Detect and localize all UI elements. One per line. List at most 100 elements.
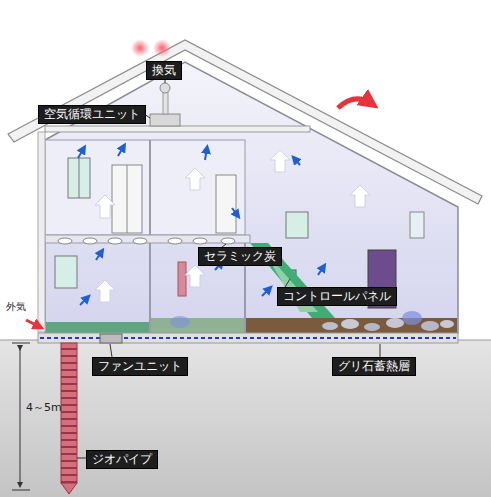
windows-doors-part xyxy=(112,165,142,233)
ventilation-fan-part xyxy=(153,39,171,57)
house-interior-part xyxy=(149,140,151,235)
roof xyxy=(8,40,482,204)
air-flow-arrows-part xyxy=(118,146,124,156)
outside-air-arrow-part xyxy=(26,320,40,327)
up-arrows-part xyxy=(95,195,115,218)
callout-box: ファンユニット xyxy=(92,357,188,376)
up-arrows-part xyxy=(350,185,370,207)
house-interior-part xyxy=(45,62,458,333)
underfloor-pipe-part xyxy=(100,334,122,343)
gravel-layer-part xyxy=(322,322,338,330)
callout-text: 換気 xyxy=(152,63,176,78)
gravel-layer xyxy=(170,311,454,331)
callout-box: ジオパイプ xyxy=(86,450,158,469)
gravel-layer-part xyxy=(386,318,404,328)
up-arrows-part xyxy=(95,280,115,302)
floors xyxy=(46,243,457,333)
leader-lines-part xyxy=(77,458,86,459)
callout-text: ファンユニット xyxy=(98,359,182,374)
air-flow-arrows xyxy=(78,146,324,305)
windows-doors-part xyxy=(127,165,128,233)
dimension-label: 4～5m xyxy=(26,400,62,415)
floors-part xyxy=(246,318,457,333)
air-flow-arrows-part xyxy=(294,158,300,165)
house-interior xyxy=(45,62,458,333)
gravel-layer-part xyxy=(440,320,454,328)
windows-doors-part xyxy=(55,256,77,288)
roof-part xyxy=(8,40,482,204)
air-flow-arrows-part xyxy=(262,288,270,296)
ceramic-charcoal-part xyxy=(193,238,207,244)
gravel-layer-part xyxy=(364,323,380,331)
up-arrows-part xyxy=(185,265,205,287)
geo-pipe-part xyxy=(61,483,77,494)
windows-doors-part xyxy=(216,175,236,233)
air-flow-arrows-part xyxy=(205,148,207,160)
ventilation-fan-part xyxy=(338,99,372,108)
callout-box: 空気循環ユニット xyxy=(38,105,146,124)
duct-part xyxy=(45,126,310,132)
ground-part xyxy=(0,340,491,497)
leader-lines xyxy=(77,77,380,458)
gravel-layer-part xyxy=(421,321,439,331)
ventilation-fan-part xyxy=(160,83,170,93)
ground xyxy=(0,340,491,497)
outside-air-arrow xyxy=(26,320,40,327)
duct xyxy=(38,92,310,332)
leader-lines-part xyxy=(285,279,290,287)
air-flow-arrows-part xyxy=(318,266,324,275)
ventilation-fan xyxy=(131,39,372,108)
callout-box: 換気 xyxy=(146,61,182,80)
air-flow-arrows-part xyxy=(80,297,88,305)
ceramic-charcoal-part xyxy=(168,238,182,244)
geo-pipe xyxy=(61,343,77,494)
ceramic-charcoal-part xyxy=(221,238,235,244)
duct-part xyxy=(163,92,168,114)
callout-text: 空気循環ユニット xyxy=(44,107,140,122)
dimension-line-part xyxy=(20,348,21,485)
up-arrows xyxy=(95,150,370,302)
floors-part xyxy=(46,322,149,333)
gravel-layer-part xyxy=(341,319,359,329)
outside-air-label: 外気 xyxy=(6,300,26,314)
callout-box: コントロールパネル xyxy=(277,287,397,306)
house-interior-part xyxy=(45,140,245,235)
gravel-layer-part xyxy=(170,316,190,328)
ceramic-charcoal-part xyxy=(83,238,97,244)
dimension-line-part xyxy=(12,343,30,344)
up-arrows-part xyxy=(270,150,290,172)
callout-text: グリ石蓄熱層 xyxy=(338,359,410,374)
callout-text: コントロールパネル xyxy=(283,289,391,304)
callout-box: グリ石蓄熱層 xyxy=(332,357,416,376)
underfloor-pipe-part xyxy=(38,333,458,343)
dimension-line xyxy=(12,343,30,490)
callout-box: セラミック炭 xyxy=(198,247,282,266)
ceramic-charcoal-part xyxy=(133,238,147,244)
dimension-line-part xyxy=(12,490,30,491)
leader-lines-part xyxy=(380,344,381,357)
ceramic-charcoal xyxy=(58,238,235,244)
air-flow-arrows-part xyxy=(96,251,102,260)
ceramic-charcoal-part xyxy=(58,238,72,244)
windows-doors xyxy=(55,158,424,308)
geo-pipe-part xyxy=(61,343,77,483)
house-interior-part xyxy=(45,235,250,243)
underfloor-pipe xyxy=(38,333,458,343)
windows-doors-part xyxy=(286,212,308,238)
ventilation-fan-part xyxy=(131,39,149,57)
windows-doors-part xyxy=(410,212,424,238)
up-arrows-part xyxy=(185,168,205,190)
floors-part xyxy=(151,318,244,333)
leader-lines-part xyxy=(110,344,112,357)
air-flow-arrows-part xyxy=(232,208,238,216)
duct-part xyxy=(150,114,180,126)
callout-text: ジオパイプ xyxy=(92,452,152,467)
ceramic-charcoal-part xyxy=(108,238,122,244)
windows-doors-part xyxy=(68,158,90,198)
windows-doors-part xyxy=(79,158,80,198)
house-interior-part xyxy=(149,243,151,333)
air-flow-arrows-part xyxy=(78,148,84,158)
callout-text: セラミック炭 xyxy=(204,249,276,264)
duct-part xyxy=(38,132,45,332)
